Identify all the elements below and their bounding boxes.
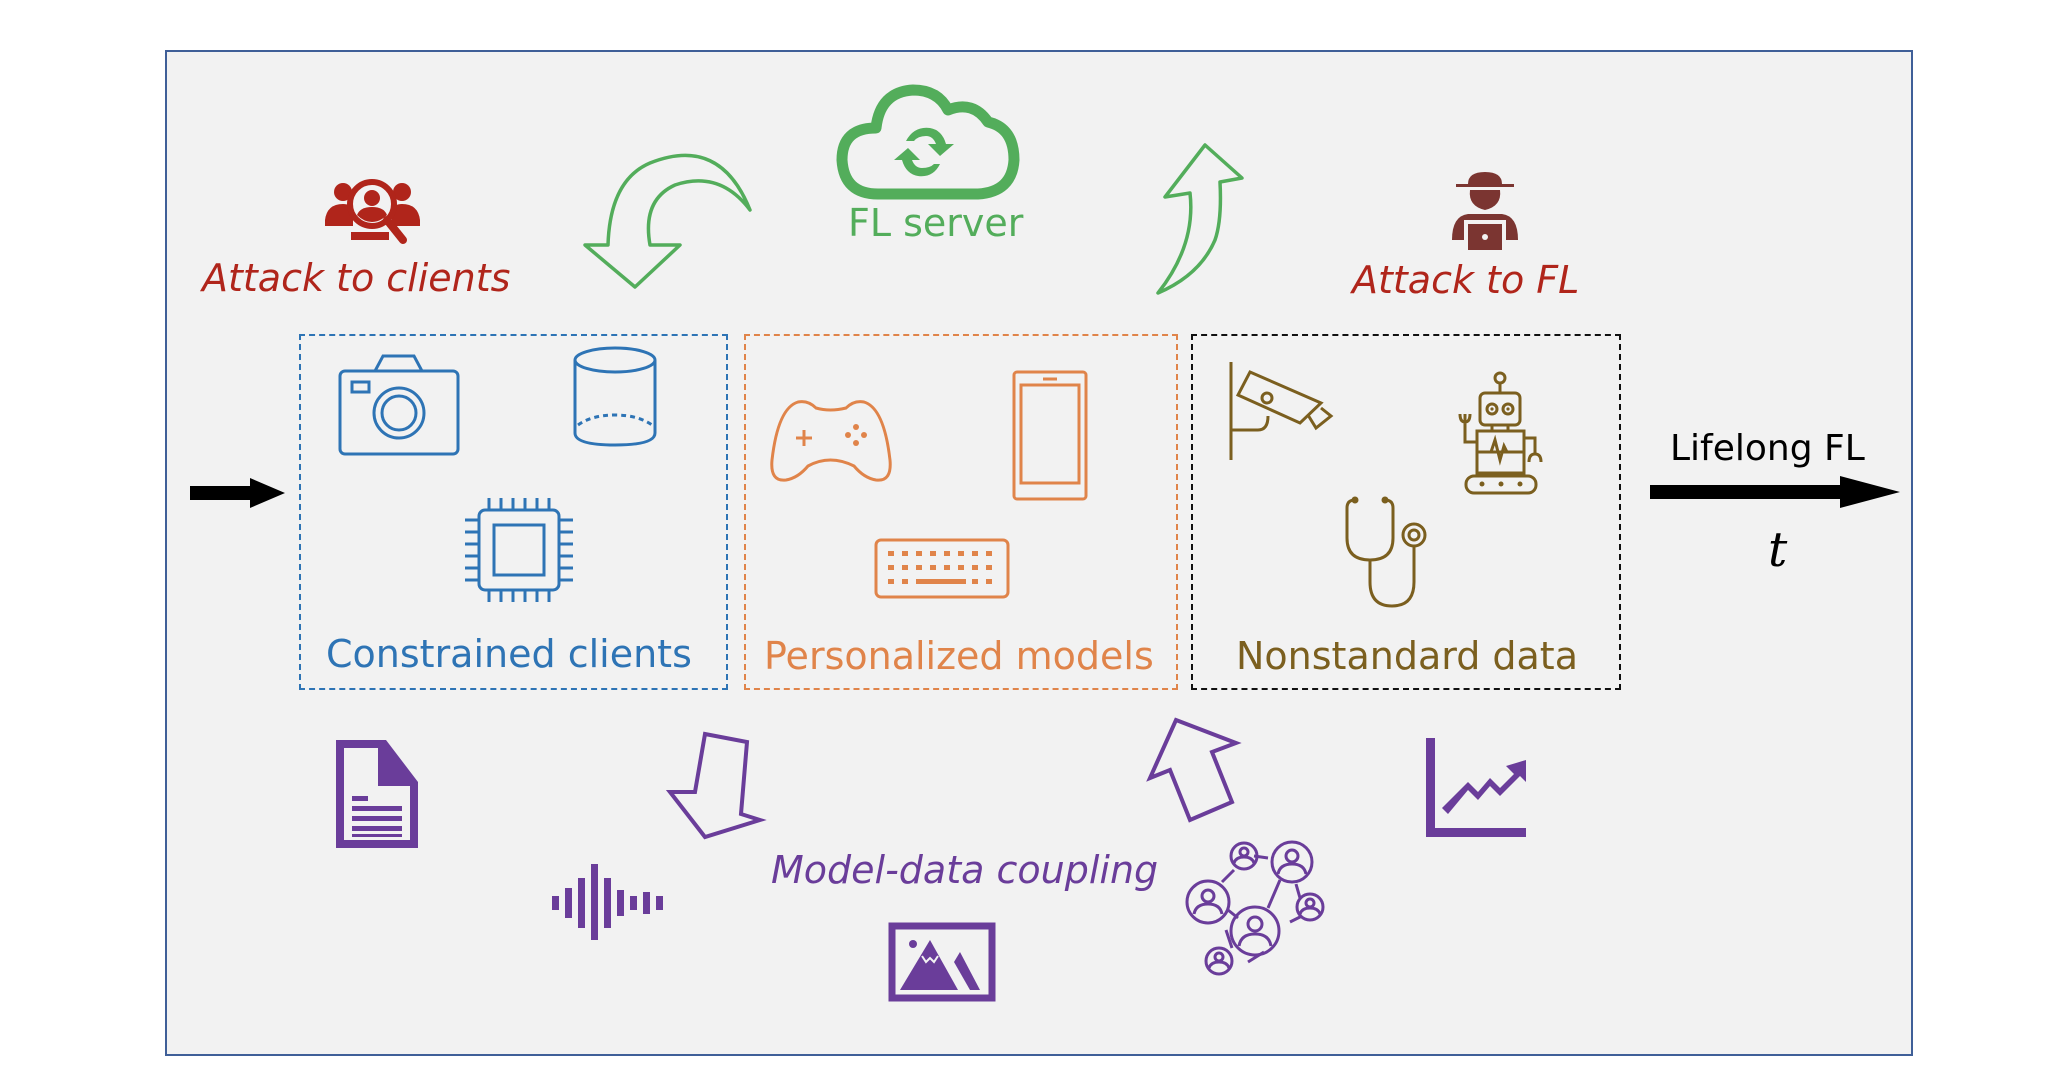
download-curved-arrow-icon (583, 153, 752, 289)
lifelong-fl-label: Lifelong FL (1670, 428, 1865, 469)
hacker-laptop-icon (1452, 172, 1518, 252)
constrained-clients-label: Constrained clients (326, 632, 692, 676)
download-block-arrow-icon (665, 731, 767, 840)
time-variable-label: t (1768, 522, 1788, 578)
social-network-icon (1185, 840, 1325, 976)
user-search-icon (325, 179, 420, 244)
camera-icon (338, 354, 460, 456)
attack-to-fl-label: Attack to FL (1352, 258, 1580, 302)
model-data-coupling-label: Model-data coupling (771, 848, 1159, 892)
upload-curved-arrow-icon (1156, 143, 1244, 295)
input-arrow-icon (190, 478, 285, 508)
trend-chart-icon (1426, 738, 1526, 837)
keyboard-icon (874, 538, 1010, 599)
stethoscope-icon (1345, 496, 1427, 608)
attack-to-clients-label: Attack to clients (202, 256, 511, 300)
cloud-sync-icon (836, 84, 1020, 200)
document-icon (336, 740, 418, 848)
cpu-chip-icon (465, 498, 573, 602)
diagram-frame (165, 50, 1913, 1056)
constrained-clients-box (299, 334, 728, 690)
image-icon (888, 922, 996, 1002)
personalized-models-label: Personalized models (764, 634, 1154, 678)
smartphone-icon (1012, 370, 1088, 501)
audio-wave-icon (552, 864, 663, 940)
robot-icon (1458, 371, 1543, 495)
nonstandard-data-box (1191, 334, 1621, 690)
timeline-arrow-icon (1650, 476, 1900, 508)
cylinder-storage-icon (573, 346, 657, 447)
fl-server-label: FL server (848, 201, 1024, 245)
personalized-models-box (744, 334, 1178, 690)
upload-block-arrow-icon (1146, 717, 1242, 823)
gamepad-icon (770, 400, 892, 482)
security-camera-icon (1229, 362, 1334, 460)
nonstandard-data-label: Nonstandard data (1236, 634, 1578, 678)
